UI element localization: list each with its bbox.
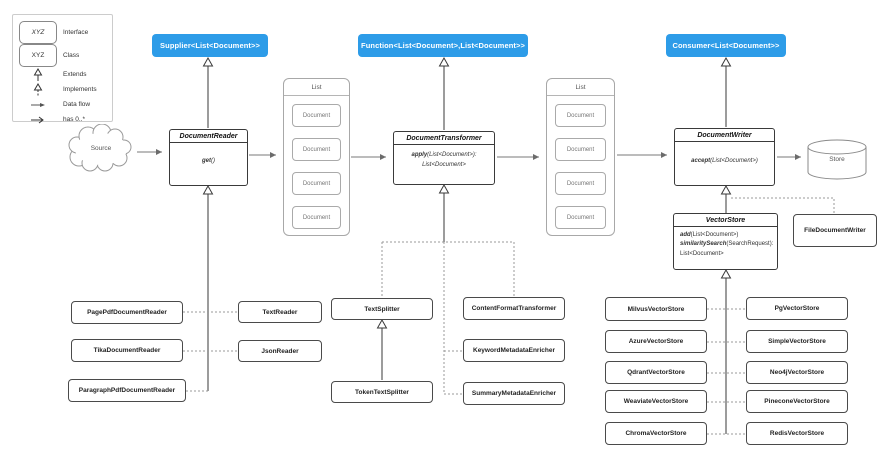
list-title: List bbox=[547, 79, 614, 96]
implements-dashed-lines bbox=[183, 197, 835, 435]
azure-vector-store-class: AzureVectorStore bbox=[605, 330, 707, 353]
legend-row-class: XYZ Class bbox=[19, 44, 106, 67]
class-sample-box: XYZ bbox=[19, 44, 57, 67]
chroma-vector-store-class: ChromaVectorStore bbox=[605, 422, 707, 445]
legend: XYZ Interface XYZ Class Extends Implemen… bbox=[12, 14, 113, 123]
pinecone-vector-store-class: PineconeVectorStore bbox=[746, 390, 848, 413]
interface-realization-lines bbox=[207, 66, 727, 434]
has-arrow-icon bbox=[19, 115, 57, 125]
inheritance-triangles bbox=[202, 56, 732, 329]
token-text-splitter-class: TokenTextSplitter bbox=[331, 381, 433, 403]
legend-row-has: has 0..* bbox=[19, 112, 106, 127]
reader-method-name: get bbox=[202, 158, 211, 164]
page-pdf-document-reader-class: PagePdfDocumentReader bbox=[71, 301, 183, 324]
pg-vector-store-class: PgVectorStore bbox=[746, 297, 848, 320]
document-transformer-title: DocumentTransformer bbox=[394, 132, 494, 145]
summary-metadata-enricher-class: SummaryMetadataEnricher bbox=[463, 382, 565, 405]
writer-method-name: accept bbox=[691, 158, 711, 164]
document-reader-title: DocumentReader bbox=[170, 130, 247, 143]
store-label: Store bbox=[829, 156, 845, 163]
vector-store-class: VectorStore add(List<Document>) similari… bbox=[673, 213, 778, 270]
weaviate-vector-store-class: WeaviateVectorStore bbox=[605, 390, 707, 413]
document-item: Document bbox=[555, 104, 606, 127]
content-format-transformer-class: ContentFormatTransformer bbox=[463, 297, 565, 320]
legend-has-label: has 0..* bbox=[63, 116, 86, 123]
transformer-method-sig: (List<Document>): bbox=[427, 152, 477, 158]
list-title: List bbox=[284, 79, 349, 96]
transformer-method-return: List<Document> bbox=[422, 161, 466, 168]
legend-row-interface: XYZ Interface bbox=[19, 21, 106, 44]
document-item: Document bbox=[555, 206, 606, 229]
transformer-method-name: apply bbox=[411, 152, 428, 158]
legend-row-dataflow: Data flow bbox=[19, 97, 106, 112]
function-interface: Function<List<Document>,List<Document>> bbox=[358, 34, 528, 57]
legend-implements-label: Implements bbox=[63, 86, 97, 93]
vectorstore-add-sig: (List<Document>) bbox=[690, 232, 739, 238]
qdrant-vector-store-class: QdrantVectorStore bbox=[605, 361, 707, 384]
simple-vector-store-class: SimpleVectorStore bbox=[746, 330, 848, 353]
json-reader-class: JsonReader bbox=[238, 340, 322, 362]
data-flow-arrows bbox=[137, 149, 801, 160]
document-transformer-class: DocumentTransformer apply(List<Document>… bbox=[393, 131, 495, 185]
redis-vector-store-class: RedisVectorStore bbox=[746, 422, 848, 445]
document-item: Document bbox=[292, 206, 341, 229]
supplier-interface: Supplier<List<Document>> bbox=[152, 34, 268, 57]
keyword-metadata-enricher-class: KeywordMetadataEnricher bbox=[463, 339, 565, 362]
consumer-interface: Consumer<List<Document>> bbox=[666, 34, 786, 57]
document-item: Document bbox=[292, 172, 341, 195]
vector-store-title: VectorStore bbox=[674, 214, 777, 227]
tika-document-reader-class: TikaDocumentReader bbox=[71, 339, 183, 362]
extends-icon bbox=[19, 67, 57, 82]
document-item: Document bbox=[555, 172, 606, 195]
document-writer-title: DocumentWriter bbox=[675, 129, 774, 142]
text-splitter-class: TextSplitter bbox=[331, 298, 433, 320]
implements-icon bbox=[19, 82, 57, 97]
file-document-writer-class: FileDocumentWriter bbox=[793, 214, 877, 247]
legend-interface-label: Interface bbox=[63, 29, 89, 36]
interface-sample-box: XYZ bbox=[19, 21, 57, 44]
vectorstore-search-method: similaritySearch bbox=[680, 241, 727, 248]
vectorstore-search-sig: (SearchRequest): bbox=[726, 241, 774, 248]
writer-method-sig: (List<Document>) bbox=[710, 158, 758, 164]
document-item: Document bbox=[292, 104, 341, 127]
vectorstore-add-method: add bbox=[680, 232, 691, 238]
document-reader-class: DocumentReader get() bbox=[169, 129, 248, 186]
document-item: Document bbox=[292, 138, 341, 161]
document-item: Document bbox=[555, 138, 606, 161]
neo4j-vector-store-class: Neo4jVectorStore bbox=[746, 361, 848, 384]
document-writer-class: DocumentWriter accept(List<Document>) bbox=[674, 128, 775, 186]
source-label: Source bbox=[90, 145, 112, 152]
data-flow-icon bbox=[19, 100, 57, 110]
reader-method-sig: () bbox=[211, 158, 215, 164]
legend-class-label: Class bbox=[63, 52, 80, 59]
milvus-vector-store-class: MilvusVectorStore bbox=[605, 297, 707, 321]
document-list-right: List Document Document Document Document bbox=[546, 78, 615, 236]
legend-row-implements: Implements bbox=[19, 82, 106, 97]
legend-row-extends: Extends bbox=[19, 67, 106, 82]
store-cylinder: Store bbox=[806, 138, 868, 182]
vectorstore-search-return: List<Document> bbox=[680, 250, 724, 257]
legend-extends-label: Extends bbox=[63, 71, 87, 78]
legend-dataflow-label: Data flow bbox=[63, 101, 91, 108]
paragraph-pdf-document-reader-class: ParagraphPdfDocumentReader bbox=[68, 379, 186, 402]
source-cloud: Source bbox=[62, 123, 140, 180]
document-list-left: List Document Document Document Document bbox=[283, 78, 350, 236]
text-reader-class: TextReader bbox=[238, 301, 322, 323]
